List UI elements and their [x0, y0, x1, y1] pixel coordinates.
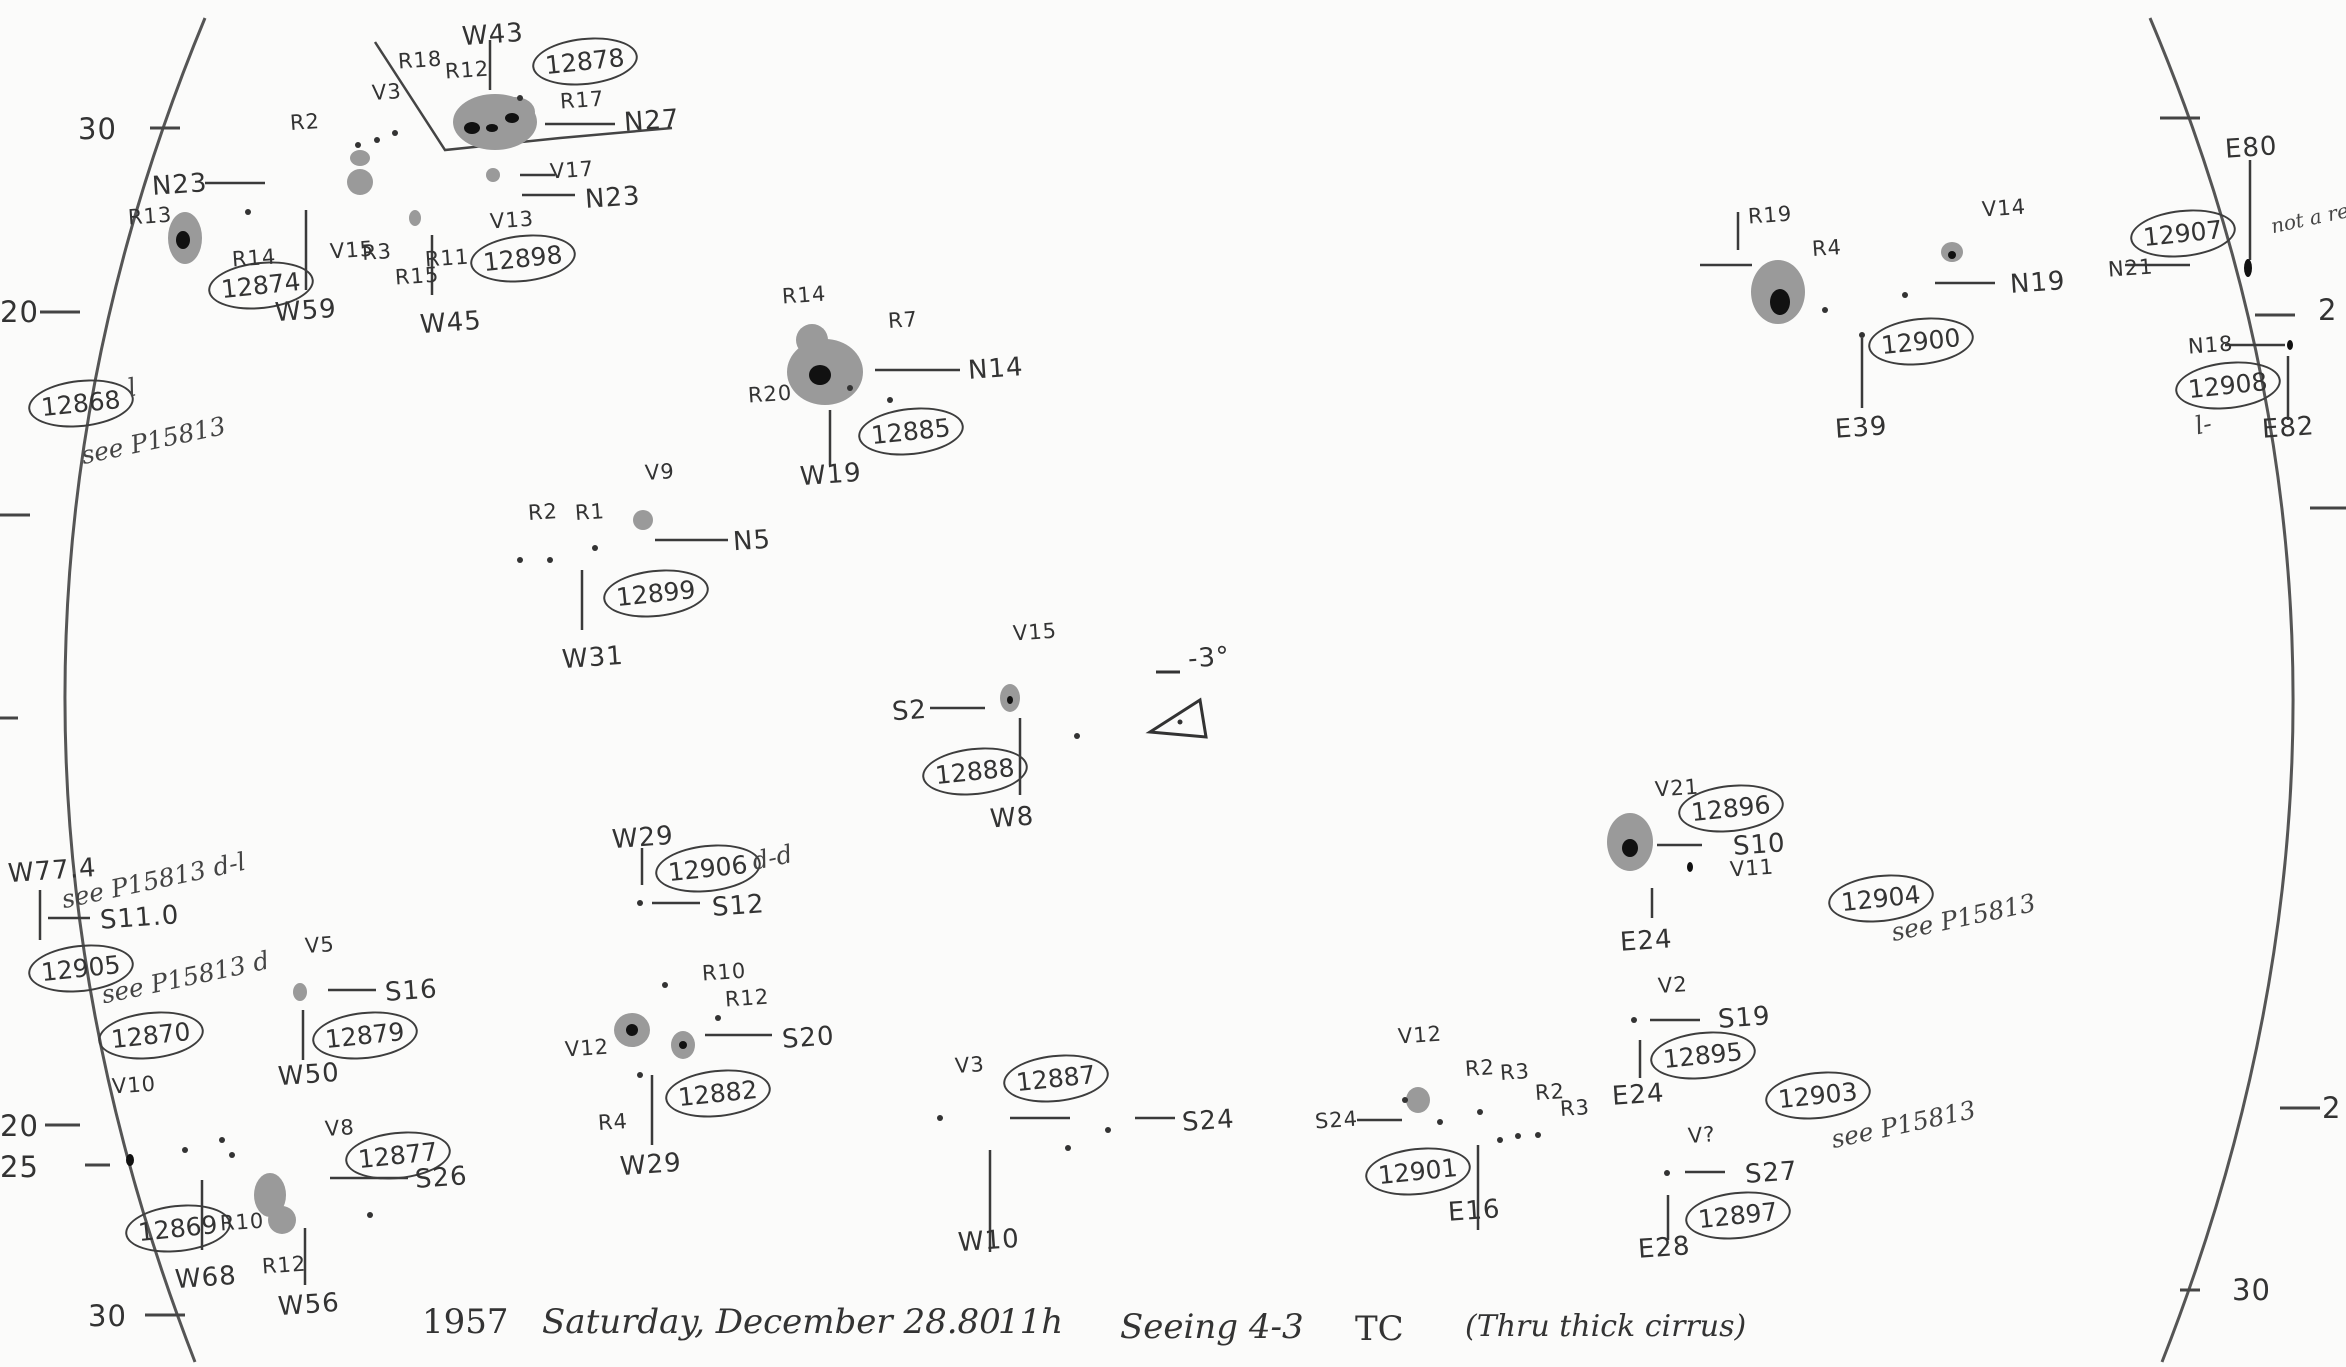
spot-label: S16 — [384, 974, 439, 1008]
spot-label: N5 — [731, 524, 773, 558]
spot-label: V3 — [954, 1051, 986, 1079]
spot-label: W45 — [419, 305, 483, 341]
spot-label: W31 — [561, 640, 625, 676]
direction-label: -3° — [1187, 641, 1231, 675]
spot-label: E80 — [2224, 131, 2279, 165]
spot-label: R11 — [424, 244, 471, 272]
spot-label: V12 — [1397, 1021, 1443, 1049]
spot-label: V14 — [1981, 194, 2027, 222]
spot-label: V13 — [489, 206, 535, 234]
spot-label: R7 — [887, 306, 919, 334]
spot-label: R3 — [1499, 1058, 1531, 1086]
caption-time: 11h — [998, 1302, 1064, 1342]
spot-label: W19 — [799, 457, 863, 493]
caption-conditions: (Thru thick cirrus) — [1465, 1309, 1747, 1344]
spot-label: W56 — [277, 1287, 341, 1323]
spot-label: S24 — [1181, 1104, 1236, 1138]
spot-label: R20 — [747, 380, 794, 408]
spot-label: V11 — [1729, 854, 1775, 882]
caption-tc: TC — [1355, 1309, 1404, 1349]
spot-label: W43 — [461, 17, 525, 53]
spot-label: E82 — [2261, 411, 2316, 445]
spot-label: S27 — [1744, 1156, 1799, 1190]
spot-label: R1 — [574, 498, 606, 526]
grid-label: 20 — [0, 1109, 39, 1143]
grid-label: 25 — [0, 1150, 39, 1184]
spot-label: R10 — [701, 958, 748, 986]
spot-label: S20 — [781, 1021, 836, 1055]
grid-label: 30 — [78, 112, 117, 146]
spot-label: N23 — [151, 168, 209, 202]
spot-label: V17 — [549, 156, 595, 184]
spot-label: N27 — [623, 104, 681, 138]
grid-label: 2 — [2318, 293, 2338, 327]
grid-label: 30 — [2232, 1273, 2271, 1307]
caption-seeing: Seeing 4-3 — [1120, 1307, 1304, 1347]
spot-label: N21 — [2107, 254, 2155, 282]
spot-label: S24 — [1314, 1106, 1359, 1134]
spot-label: V9 — [644, 458, 676, 486]
spot-label: R12 — [444, 56, 491, 84]
spot-label: E24 — [1619, 924, 1674, 958]
spot-label: W8 — [989, 801, 1036, 835]
spot-label: R18 — [397, 46, 444, 74]
spot-label: R19 — [1747, 201, 1794, 229]
spot-label: W10 — [957, 1223, 1021, 1259]
spot-label: N18 — [2187, 331, 2235, 359]
spot-label: W29 — [619, 1147, 683, 1183]
spot-label: V2 — [1657, 971, 1689, 999]
spot-label: V? — [1687, 1122, 1717, 1148]
spot-label: N19 — [2009, 266, 2067, 300]
spot-label: R10 — [219, 1208, 266, 1236]
spot-label: S26 — [414, 1161, 469, 1195]
spot-label: E39 — [1834, 411, 1889, 445]
spot-label: W50 — [277, 1057, 341, 1093]
spot-label: R4 — [597, 1108, 629, 1136]
spot-label: N23 — [584, 181, 642, 215]
spot-label: S12 — [711, 889, 766, 923]
spot-label: R3 — [1559, 1094, 1591, 1122]
spot-label: N14 — [967, 352, 1025, 386]
spot-label: V8 — [324, 1114, 356, 1142]
grid-label: 20 — [0, 295, 39, 329]
spot-label: S19 — [1717, 1001, 1772, 1035]
caption-year: 1957 — [422, 1302, 509, 1342]
spot-label: V15 — [1012, 618, 1058, 646]
spot-label: S2 — [890, 694, 929, 728]
spot-label: V5 — [304, 931, 336, 959]
spot-label: E28 — [1637, 1231, 1692, 1265]
spot-label: R12 — [261, 1251, 308, 1279]
spot-label: V3 — [371, 78, 403, 106]
spot-label: R13 — [127, 202, 174, 230]
grid-label: 30 — [88, 1299, 127, 1333]
spot-label: V10 — [111, 1071, 157, 1099]
spot-label: W29 — [611, 820, 675, 856]
spot-label: S11.0 — [99, 900, 181, 936]
spot-label: V21 — [1654, 774, 1700, 802]
grid-label: 2 — [2322, 1091, 2342, 1125]
spot-label: R2 — [527, 498, 559, 526]
spot-label: W59 — [274, 293, 338, 329]
spot-label: E24 — [1611, 1078, 1666, 1112]
spot-label: R12 — [724, 984, 771, 1012]
spot-label: R14 — [231, 244, 278, 272]
spot-label: R2 — [1464, 1054, 1496, 1082]
spot-label: R14 — [781, 281, 828, 309]
caption-day: Saturday, December 28.80 — [542, 1302, 1001, 1342]
spot-label: R2 — [289, 108, 321, 136]
spot-label: R4 — [1811, 234, 1843, 262]
spot-label: R17 — [559, 86, 606, 114]
spot-label: V12 — [564, 1034, 610, 1062]
spot-label: W68 — [174, 1260, 238, 1296]
spot-label: R3 — [361, 238, 393, 266]
spot-label: E16 — [1447, 1194, 1502, 1228]
